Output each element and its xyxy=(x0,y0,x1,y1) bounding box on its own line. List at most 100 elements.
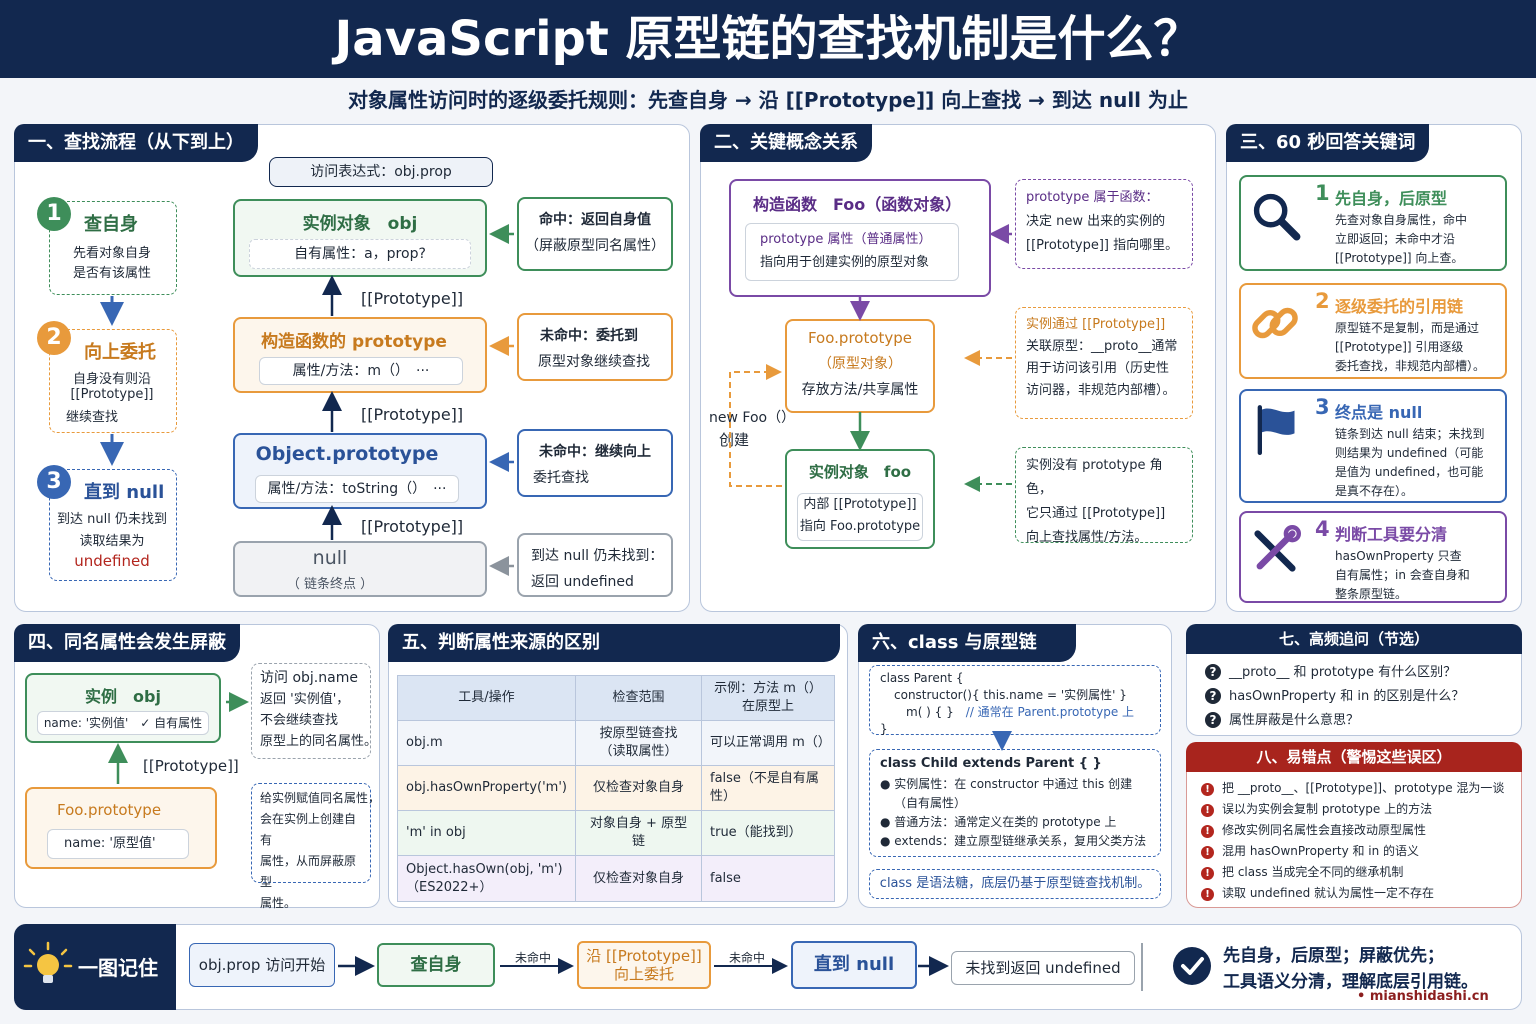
note-line: 原型上的同名属性。 xyxy=(260,734,378,749)
table-cell: 'm' in obj xyxy=(397,810,576,856)
keyword-desc: 先查对象自身属性，命中立即返回；未命中才沿[[Prototype]] 向上查。 xyxy=(1335,213,1468,265)
divider xyxy=(1141,943,1143,991)
summary-label: 一图记住 xyxy=(78,956,158,980)
keyword-title: 先自身，后原型 xyxy=(1335,189,1448,208)
flow-until-null: 直到 null xyxy=(791,941,917,989)
shadow-prototype-prop: name: '原型值' xyxy=(47,829,189,859)
step-title: 查自身 xyxy=(84,214,138,235)
warning-icon: ! xyxy=(1201,804,1214,817)
miss-note-1: 未命中：委托到 原型对象继续查找 xyxy=(517,313,673,381)
note-line: 不会继续查找 xyxy=(260,713,339,728)
step-1-number: 1 xyxy=(37,197,71,231)
warning-icon: ! xyxy=(1201,783,1214,796)
section-title: 四、同名属性会发生屏蔽 xyxy=(14,624,240,662)
parent-class-code: class Parent { constructor(){ this.name … xyxy=(869,665,1161,736)
section-shadowing: 四、同名属性会发生屏蔽 实例 obj name: '实例值' ✓ 自有属性 [[… xyxy=(14,624,381,910)
section-followups: 七、高频追问（节选） ?__proto__ 和 prototype 有什么区别？… xyxy=(1186,624,1522,736)
section-title: 七、高频追问（节选） xyxy=(1186,624,1522,654)
bullet: ● extends：建立原型链继承关系，复用父类方法 xyxy=(880,834,1147,848)
section-lookup-flow: 一、查找流程（从下到上） 查自身 先看对象自身 是否有该属性 1 向上委托 自身… xyxy=(14,124,690,612)
section-property-source: 五、判断属性来源的区别 工具/操作检查范围示例：方法 m（）在原型上 obj.m… xyxy=(388,624,848,908)
instance-object-box: 实例对象 obj 自有属性：a，prop? xyxy=(233,199,487,277)
shadow-prototype-title: Foo.prototype xyxy=(57,801,162,819)
pitfall-item: !把 class 当成完全不同的继承机制 xyxy=(1201,863,1403,880)
table-cell: 可以正常调用 m（） xyxy=(701,720,835,766)
keyword-number: 1 xyxy=(1315,181,1330,205)
note-line: [[Prototype]] 指向哪里。 xyxy=(1026,238,1179,253)
foo-prototype-subtitle: （原型对象） xyxy=(818,356,902,372)
proto-label: [[Prototype]] xyxy=(361,289,464,308)
step-desc: 是否有该属性 xyxy=(72,266,151,281)
note-line: 实例通过 [[Prototype]] xyxy=(1026,317,1166,332)
child-class-decl: class Child extends Parent { } xyxy=(880,756,1102,771)
flag-icon xyxy=(1257,405,1295,455)
table-cell: 按原型链查找（读取属性） xyxy=(575,720,702,766)
summary-bar: 一图记住 obj.prop 访问开始 查自身 未命中 沿 [[Prototype… xyxy=(14,924,1522,1010)
flow-delegate-line: 向上委托 xyxy=(613,965,674,983)
table-header: 示例：方法 m（）在原型上 xyxy=(701,675,835,721)
question-icon: ? xyxy=(1205,688,1221,704)
foo-prototype-desc: 存放方法/共享属性 xyxy=(801,382,919,398)
section-keywords: 三、60 秒回答关键词 1 先自身，后原型 先查对象自身属性，命中立即返回；未命… xyxy=(1226,124,1522,612)
section-title: 二、关键概念关系 xyxy=(700,124,872,162)
warning-icon: ! xyxy=(1201,888,1214,901)
prototype-property: prototype 属性（普通属性） xyxy=(760,232,932,247)
flow-start: obj.prop 访问开始 xyxy=(189,943,335,987)
section-title: 三、60 秒回答关键词 xyxy=(1226,124,1430,162)
end-note-desc: 返回 undefined xyxy=(531,574,634,590)
constructor-title: 构造函数 Foo（函数对象） xyxy=(753,195,962,214)
table-cell: 对象自身 + 原型链 xyxy=(575,810,702,856)
keyword-desc: 链条到达 null 结束；未找到则结果为 undefined（可能是值为 und… xyxy=(1335,427,1485,498)
keyword-number: 3 xyxy=(1315,395,1330,419)
object-prototype-title: Object.prototype xyxy=(255,443,439,465)
keyword-card: 1 先自身，后原型 先查对象自身属性，命中立即返回；未命中才沿[[Prototy… xyxy=(1239,175,1507,271)
instance-foo-inner: 内部 [[Prototype]] 指向 Foo.prototype xyxy=(797,493,923,541)
step-2-box: 向上委托 自身没有则沿 [[Prototype]] 继续查找 xyxy=(49,329,177,433)
section-title: 一、查找流程（从下到上） xyxy=(14,124,258,162)
followup-question: ?__proto__ 和 prototype 有什么区别？ xyxy=(1205,661,1456,680)
section-title: 八、易错点（警惕这些误区） xyxy=(1186,742,1522,772)
followup-question: ?hasOwnProperty 和 in 的区别是什么？ xyxy=(1205,685,1464,704)
step-desc: 自身没有则沿 xyxy=(72,372,151,387)
code-line: constructor(){ this.name = '实例属性' } xyxy=(894,688,1127,702)
note-access-result: 访问 obj.name 返回 '实例值'， 不会继续查找 原型上的同名属性。 xyxy=(251,663,378,759)
hit-note-desc: （屏蔽原型同名属性） xyxy=(525,238,665,254)
proto-label: [[Prototype]] xyxy=(361,517,464,536)
pitfall-item: !误以为实例会复制 prototype 上的方法 xyxy=(1201,800,1432,817)
section-class: 六、class 与原型链 class Parent { constructor(… xyxy=(858,624,1172,908)
table-cell: Object.hasOwn(obj, 'm')（ES2022+） xyxy=(397,855,576,902)
note-line: 给实例赋值同名属性， xyxy=(260,791,381,805)
flow-miss-label: 未命中 xyxy=(515,951,552,965)
flow-miss-label: 未命中 xyxy=(729,951,766,965)
step-desc: 读取结果为 xyxy=(79,534,145,549)
miss-note-desc: 委托查找 xyxy=(533,470,589,486)
summary-text-1: 先自身，后原型；屏蔽优先； xyxy=(1223,946,1444,966)
step-3-box: 直到 null 到达 null 仍未找到 读取结果为 undefined xyxy=(49,469,177,581)
bullet-text: 普通方法：通常定义在类的 prototype 上 xyxy=(894,815,1117,829)
code-line: class Parent { xyxy=(880,671,964,685)
keyword-number: 4 xyxy=(1315,517,1330,541)
child-class-box: class Child extends Parent { } ● 实例属性：在 … xyxy=(869,749,1161,857)
note-line: 访问 obj.name xyxy=(260,670,358,686)
step-2-number: 2 xyxy=(37,321,71,355)
step-1-box: 查自身 先看对象自身 是否有该属性 xyxy=(49,201,177,295)
flow-check-self: 查自身 xyxy=(377,943,495,987)
ctor-prototype-box: 构造函数的 prototype 属性/方法：m（） ··· xyxy=(233,317,487,393)
warning-icon: ! xyxy=(1201,846,1214,859)
foo-prototype-box: Foo.prototype （原型对象） 存放方法/共享属性 xyxy=(785,319,935,413)
note-proto-link: 实例通过 [[Prototype]] 关联原型：__proto__通常 用于访问… xyxy=(1015,307,1193,419)
instance-props: 自有属性：a，prop? xyxy=(249,239,471,269)
note-instance-role: 实例没有 prototype 角色， 它只通过 [[Prototype]] 向上… xyxy=(1015,447,1193,545)
page-subtitle: 对象属性访问时的逐级委托规则：先查自身 → 沿 [[Prototype]] 向上… xyxy=(347,88,1188,112)
hit-note-title: 命中：返回自身值 xyxy=(539,212,651,228)
constructor-inner: prototype 属性（普通属性） 指向用于创建实例的原型对象 xyxy=(745,223,959,281)
instance-internal-slot: 内部 [[Prototype]] xyxy=(803,497,917,512)
null-box: null （ 链条终点 ） xyxy=(233,541,487,597)
flow-return-undefined: 未找到返回 undefined xyxy=(951,951,1135,985)
bullet-text: （自有属性） xyxy=(894,796,967,810)
miss-note-2: 未命中：继续向上 委托查找 xyxy=(517,429,673,497)
